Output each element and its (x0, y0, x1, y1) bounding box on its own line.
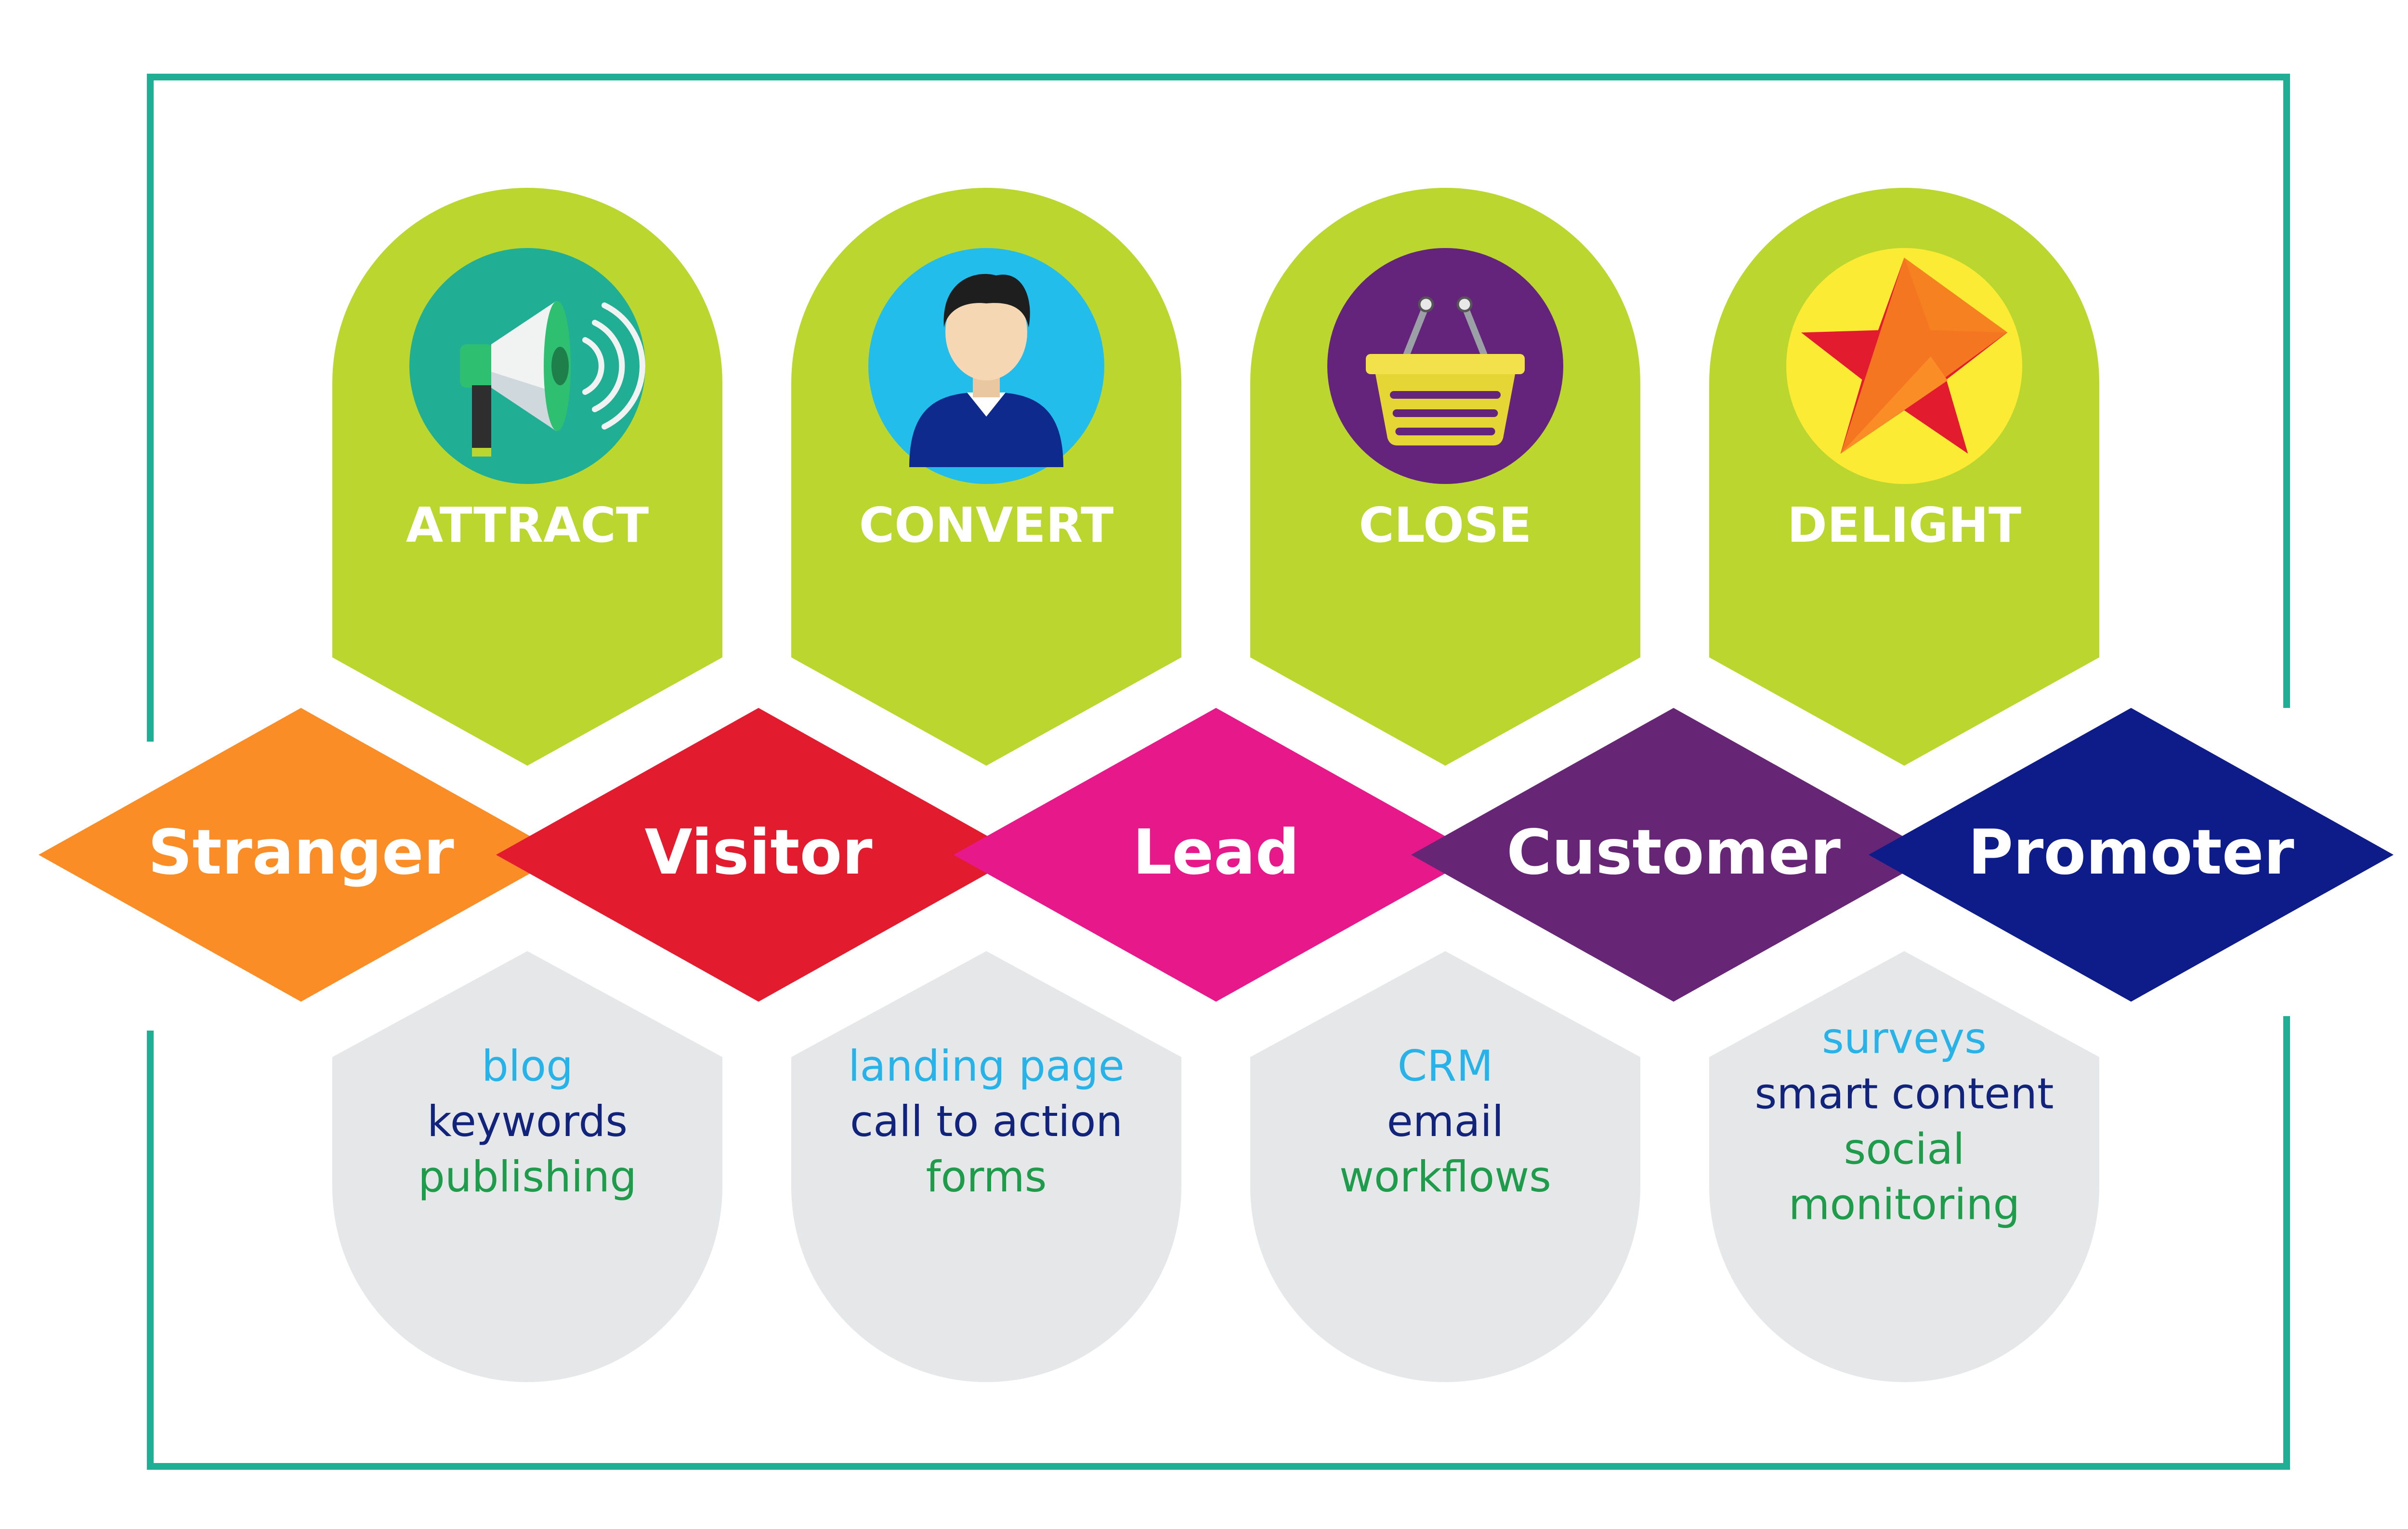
megaphone-shade (491, 372, 556, 431)
basket-handle-knob-left (1418, 296, 1434, 313)
basket-slot-3 (1395, 428, 1495, 435)
sound-wave-1 (582, 337, 604, 395)
person-face (945, 284, 1027, 380)
frame-bottom (147, 1016, 2290, 1470)
tool-item: landing page (848, 1041, 1125, 1091)
basket-handle-knob-right (1456, 296, 1473, 313)
frame-border (147, 74, 2290, 1470)
person-collar (967, 392, 1006, 417)
tool-item: smart content (1754, 1069, 2054, 1118)
step-label: Visitor (645, 817, 873, 889)
stage-convert: CONVERT (791, 188, 1181, 766)
basket-rim (1366, 354, 1525, 374)
sound-wave-3 (602, 302, 645, 430)
step-stranger: Stranger (39, 708, 563, 1002)
step-diamond (1869, 708, 2394, 1002)
basket-slot-1 (1390, 391, 1501, 399)
megaphone-icon (460, 301, 645, 457)
tool-item: workflows (1339, 1152, 1551, 1202)
tool-item: keywords (427, 1097, 628, 1146)
stage-title: CLOSE (1359, 497, 1532, 553)
step-diamond (39, 708, 563, 1002)
stage-title: CONVERT (859, 497, 1114, 553)
step-label: Promoter (1968, 817, 2294, 889)
person-hair (943, 274, 1030, 327)
person-body (909, 392, 1063, 467)
tool-item: social (1844, 1124, 1965, 1174)
tool-item: monitoring (1789, 1179, 2020, 1229)
basket-icon (1366, 296, 1525, 445)
tool-shape (1250, 951, 1640, 1382)
tool-item: CRM (1398, 1041, 1493, 1091)
megaphone-handle (472, 385, 491, 453)
megaphone-mouth (460, 344, 494, 388)
step-lead: Lead (954, 708, 1479, 1002)
sound-wave-2 (592, 320, 625, 412)
frame-top (147, 74, 2290, 742)
star-icon (1801, 258, 2007, 454)
step-customer: Customer (1411, 708, 1936, 1002)
step-row: Stranger Visitor Lead Customer Promoter (39, 708, 2394, 1002)
step-label: Lead (1133, 817, 1299, 889)
step-label: Customer (1506, 817, 1841, 889)
tools-close: CRM email workflows (1250, 951, 1640, 1382)
stage-attract: ATTRACT (332, 188, 722, 766)
tool-shape (332, 951, 722, 1382)
tool-item: forms (926, 1152, 1047, 1202)
step-diamond (496, 708, 1021, 1002)
basket-slot-2 (1392, 409, 1498, 417)
basket-handle (1403, 302, 1487, 357)
step-diamond (1411, 708, 1936, 1002)
step-diamond (954, 708, 1479, 1002)
megaphone-grip (472, 448, 491, 457)
tool-row: blog keywords publishing landing page call t… (332, 951, 2099, 1382)
stage-title: DELIGHT (1787, 497, 2021, 553)
tool-item: email (1387, 1097, 1504, 1146)
tools-attract: blog keywords publishing (332, 951, 722, 1382)
star-highlight (1841, 258, 2007, 454)
stage-title: ATTRACT (406, 497, 649, 553)
tool-shape (791, 951, 1181, 1382)
stage-close: CLOSE (1250, 188, 1640, 766)
person-icon (909, 274, 1063, 467)
tools-convert: landing page call to action forms (791, 951, 1181, 1382)
step-visitor: Visitor (496, 708, 1021, 1002)
tool-item: call to action (850, 1097, 1123, 1146)
stage-delight: DELIGHT (1709, 188, 2099, 766)
step-promoter: Promoter (1869, 708, 2394, 1002)
star-facet (1841, 356, 1948, 454)
tool-item: surveys (1822, 1013, 1987, 1063)
stage-row: ATTRACT CONVERT CLOSE DELIGHT (332, 188, 2099, 766)
tool-item: publishing (418, 1152, 637, 1202)
tool-item: blog (482, 1041, 573, 1091)
megaphone-speaker (551, 347, 569, 385)
tool-shape (1709, 951, 2099, 1382)
step-label: Stranger (148, 817, 454, 889)
